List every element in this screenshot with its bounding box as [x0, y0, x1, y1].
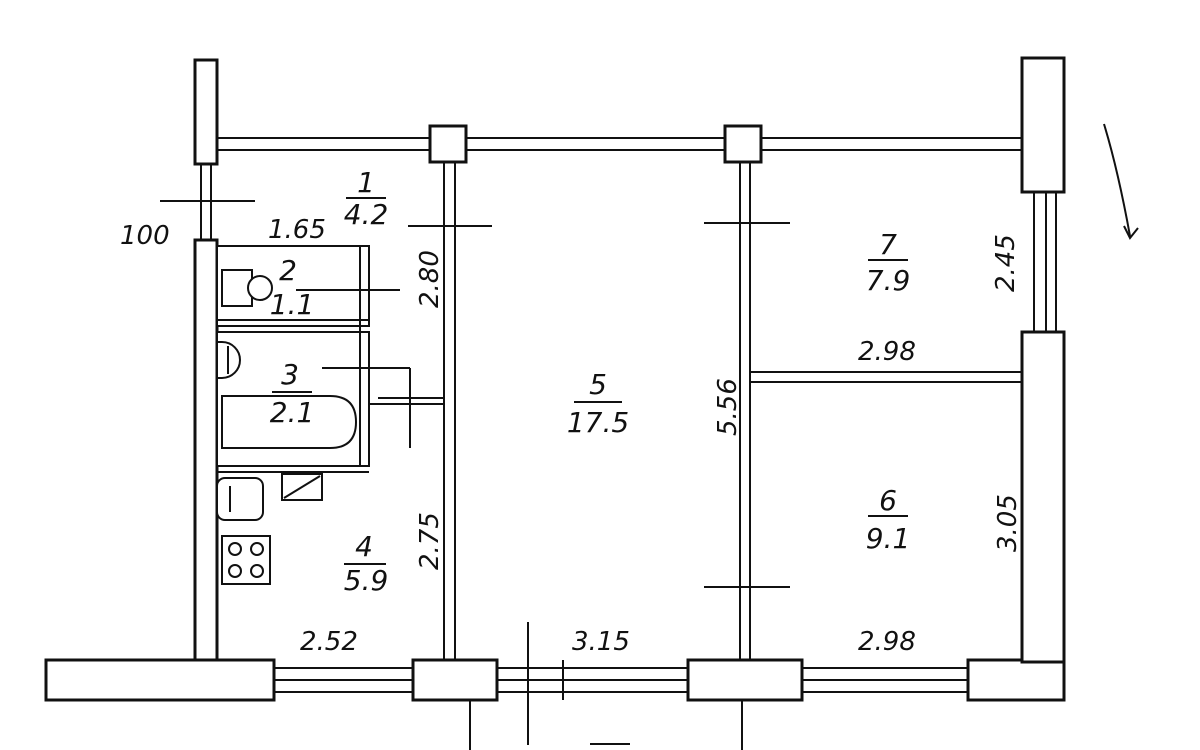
dim-room7-width: 2.98: [858, 337, 916, 367]
room-label-2: 2 1.1: [270, 254, 315, 321]
room-label-5: 5 17.5: [567, 368, 629, 439]
room-label-6: 6 9.1: [866, 484, 911, 555]
stove: [221, 535, 271, 585]
toilet-bowl: [247, 275, 273, 301]
dim-room6-width: 2.98: [858, 627, 916, 657]
wall-left-upper: [193, 58, 219, 166]
top-window-band: [217, 137, 1022, 151]
dim-living-width: 3.15: [572, 627, 630, 657]
wall-bottom-left: [44, 658, 276, 702]
dim-kitchen-width: 2.52: [300, 627, 358, 657]
room-number: 2: [279, 254, 297, 287]
windows: [200, 164, 1057, 700]
walls: [44, 56, 1066, 702]
direction-arrow-icon: [1103, 123, 1139, 240]
washbasin-bath: [217, 341, 241, 379]
room-area: 2.1: [270, 396, 315, 429]
room-number: 1: [357, 166, 375, 199]
bathtub: [221, 395, 358, 449]
room-label-3: 3 2.1: [270, 358, 315, 429]
column-2: [723, 124, 763, 164]
room-area: 4.2: [344, 198, 389, 231]
mark-100: 100: [120, 221, 170, 251]
kitchen-sink: [216, 477, 264, 521]
wall-right-upper: [1020, 56, 1066, 194]
room-label-1: 1 4.2: [344, 166, 389, 231]
dim-hall-width: 1.65: [268, 215, 326, 245]
room-area: 5.9: [344, 564, 389, 597]
column-1: [428, 124, 468, 164]
room-area: 17.5: [567, 406, 629, 439]
partitions: [216, 162, 1022, 660]
room-number: 6: [879, 484, 897, 517]
wall-bottom-right: [966, 658, 1066, 702]
room-number: 4: [355, 530, 373, 563]
room-label-7: 7 7.9: [866, 228, 911, 297]
room-number: 3: [281, 358, 299, 391]
room-number: 7: [879, 228, 897, 261]
dim-kitchen-depth: 2.75: [415, 512, 445, 570]
dim-hall-depth: 2.80: [415, 250, 445, 308]
room-area: 7.9: [866, 264, 911, 297]
room-area: 1.1: [270, 288, 315, 321]
wall-right-lower: [1020, 330, 1066, 664]
door-marks: [160, 200, 790, 750]
room-area: 9.1: [866, 522, 911, 555]
wall-bottom-pier-1: [411, 658, 499, 702]
wall-bottom-pier-2: [686, 658, 804, 702]
room-number: 5: [589, 368, 607, 401]
dimensions: 100 1.65 2.80 2.75 2.52 5.56 3.15 2.98 3…: [120, 215, 1023, 657]
dim-room7-depth: 2.45: [991, 234, 1021, 292]
dim-room6-depth: 3.05: [993, 494, 1023, 552]
dim-living-depth: 5.56: [713, 378, 743, 436]
fixtures: [216, 269, 358, 585]
wall-left-lower: [193, 238, 219, 662]
room-label-4: 4 5.9: [344, 530, 389, 597]
